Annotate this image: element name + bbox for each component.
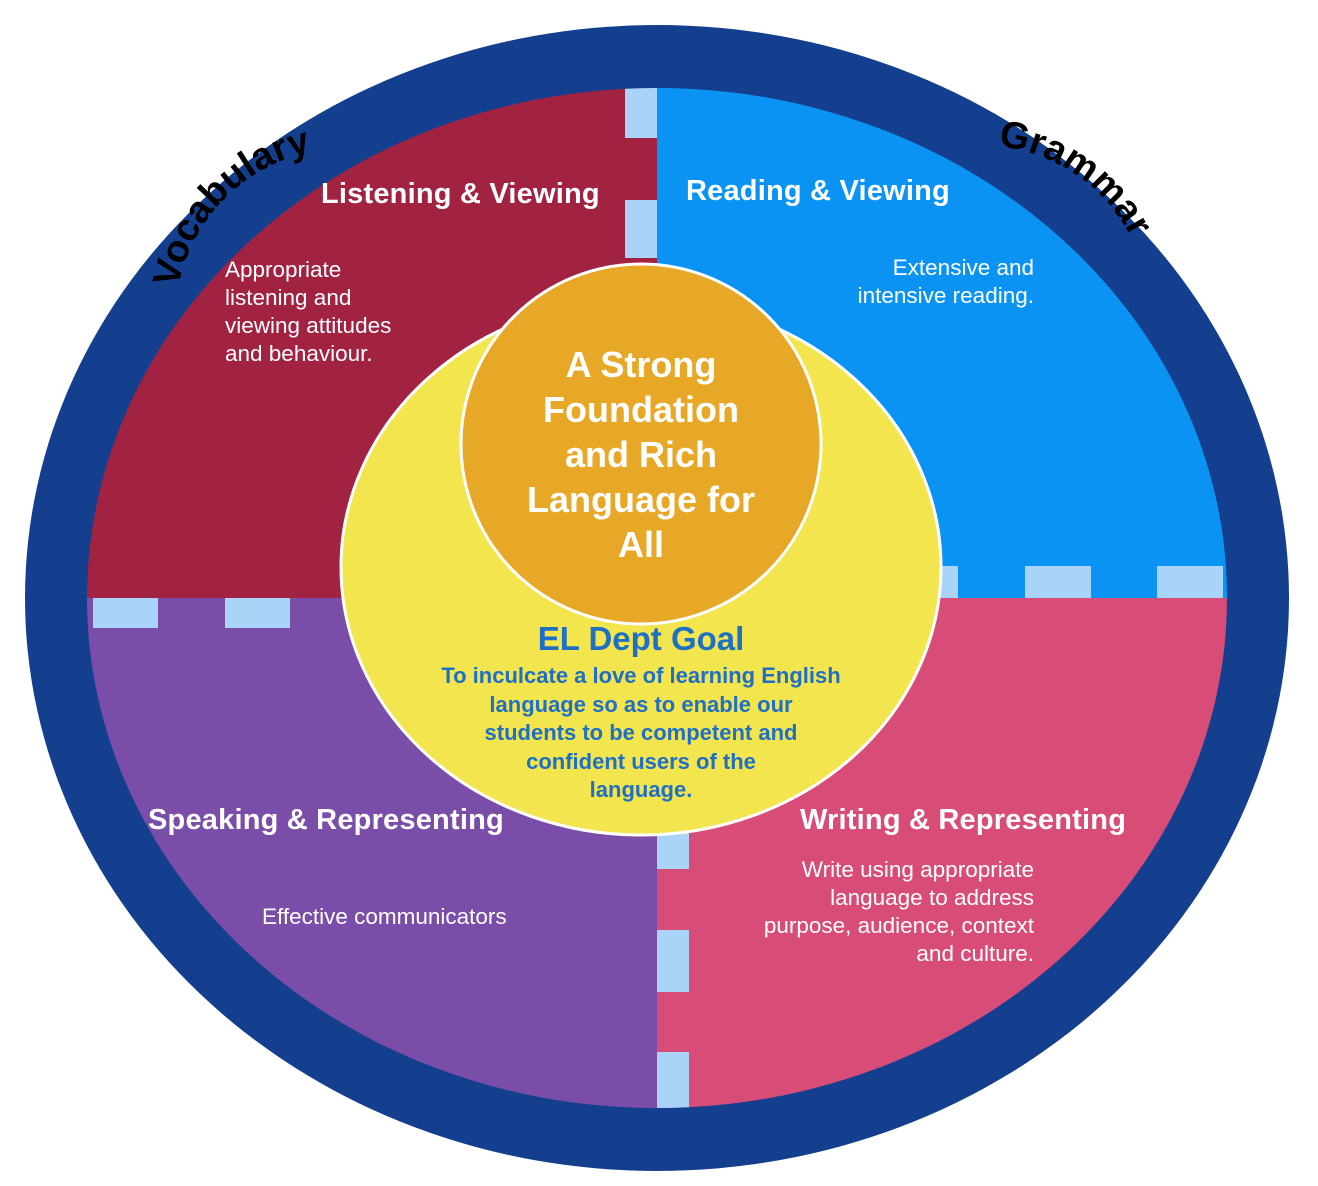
dashed-divider [93, 88, 1223, 1108]
writing-representing-title: Writing & Representing [800, 804, 1127, 836]
goal-description: To inculcate a love of learning English … [441, 663, 841, 802]
writing-representing-description: Write using appropriate language to addr… [763, 857, 1034, 966]
listening-viewing-description: Appropriate listening and viewing attitu… [225, 257, 392, 366]
speaking-representing-title: Speaking & Representing [148, 804, 504, 836]
center-circle [459, 262, 823, 626]
speaking-representing-description: Effective communicators [262, 904, 507, 929]
center-title: A Strong Foundation and Rich Language fo… [526, 344, 755, 565]
reading-viewing-description: Extensive and intensive reading. [857, 255, 1034, 308]
goal-title: EL Dept Goal [537, 620, 745, 657]
listening-viewing-title: Listening & Viewing [321, 178, 600, 210]
reading-viewing-title: Reading & Viewing [686, 175, 950, 207]
